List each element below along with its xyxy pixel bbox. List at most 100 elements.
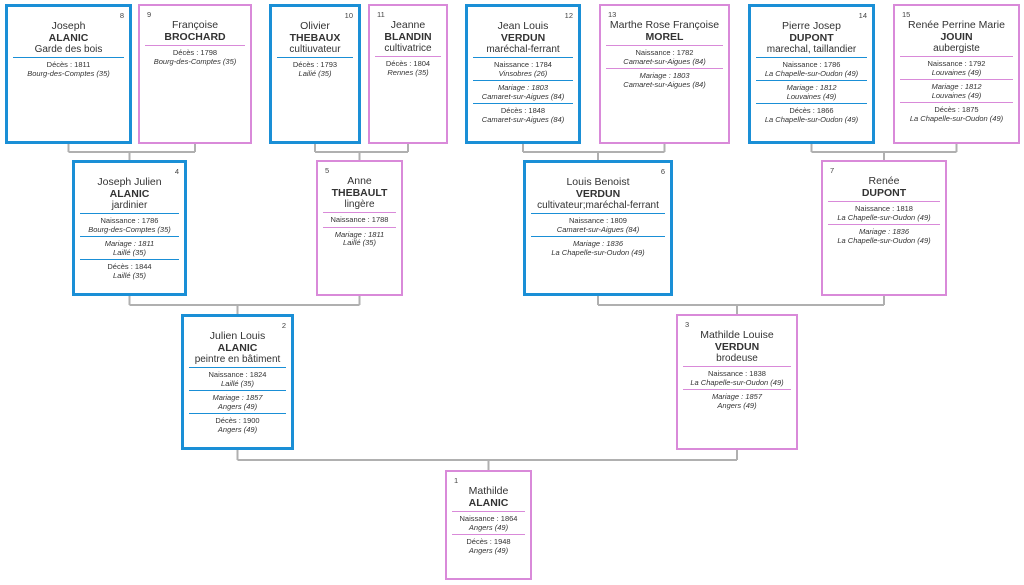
event-label: Décès : 1948 [466,537,511,546]
sosa-number: 1 [454,476,459,485]
event-place: Angers (49) [717,400,757,410]
event-divider [756,57,867,58]
occupation: Garde des bois [34,44,103,55]
event-label: Décès : 1848 [500,106,546,115]
event-place: Bourg-des-Comptes (35) [88,224,171,234]
event-place: Laillé (35) [113,247,146,257]
surname: VERDUN [575,188,621,200]
event-place: Louvaines (49) [931,90,982,100]
event-label: Mariage : 1857 [212,393,263,402]
event-place: Bourg-des-Comptes (35) [27,68,110,78]
event-label: Mariage : 1803 [639,71,690,80]
event-label: Décès : 1793 [292,60,338,69]
event-place: Laillé (35) [221,378,254,388]
event-label: Mariage : 1811 [334,229,385,239]
sosa-number: 15 [902,10,911,19]
event-label: Mariage : 1836 [572,239,624,248]
given-name: Olivier [300,20,330,32]
sosa-number: 12 [564,11,573,20]
event-divider [473,57,573,58]
sosa-number: 13 [608,10,617,19]
occupation: aubergiste [933,43,980,54]
event-divider [277,57,353,58]
event-place: La Chapelle-sur-Oudon (49) [764,114,859,124]
sosa-number: 14 [858,11,867,20]
event-divider [80,213,179,214]
surname: DUPONT [861,187,907,199]
occupation: cultiuvateur [289,44,341,55]
event-label: Naissance : 1838 [708,369,766,378]
occupation: lingère [344,199,375,210]
event-divider [80,236,179,237]
event-label: Décès : 1798 [172,48,218,57]
event-place: Camaret-sur-Aigues (84) [556,224,640,234]
event-place: La Chapelle-sur-Oudon (49) [551,247,645,257]
event-divider [900,56,1013,57]
event-place: La Chapelle-sur-Oudon (49) [837,212,931,222]
sosa-number: 10 [344,11,353,20]
event-label: Naissance : 1786 [100,216,159,225]
event-divider [189,367,286,368]
sosa-number: 6 [660,167,665,176]
event-place: Vinsobres (26) [498,68,548,78]
given-name: Louis Benoist [566,176,630,188]
sosa-number: 5 [325,166,330,175]
event-label: Décès : 1900 [215,416,260,425]
event-place: Angers (49) [468,545,509,555]
event-label: Naissance : 1792 [927,59,986,68]
given-name: Mathilde [468,485,509,497]
event-place: La Chapelle-sur-Oudon (49) [909,113,1004,123]
event-label: Mariage : 1812 [786,83,837,92]
given-name: Renée [868,175,900,187]
event-place: La Chapelle-sur-Oudon (49) [837,235,931,245]
sosa-number: 11 [377,10,385,19]
event-label: Naissance : 1809 [569,216,627,225]
given-name: Mathilde Louise [700,329,774,341]
event-place: Angers (49) [217,424,258,434]
given-name: Joseph Julien [97,176,162,188]
given-name: Pierre Josep [782,20,841,32]
given-name: Jeanne [390,19,426,31]
given-name: Joseph [51,20,86,32]
event-place: Camaret-sur-Aigues (84) [481,114,565,124]
event-place: Rennes (35) [387,67,429,77]
event-divider [452,534,525,535]
occupation: cultivatrice [384,43,432,54]
given-name: Anne [347,175,372,187]
event-divider [452,511,525,512]
surname: THEBAUX [289,32,341,44]
event-divider [900,79,1013,80]
event-place: Angers (49) [217,401,258,411]
event-label: Décès : 1866 [789,106,834,115]
sosa-number: 8 [119,11,124,20]
event-label: Naissance : 1864 [459,514,518,523]
sosa-number: 9 [147,10,152,19]
